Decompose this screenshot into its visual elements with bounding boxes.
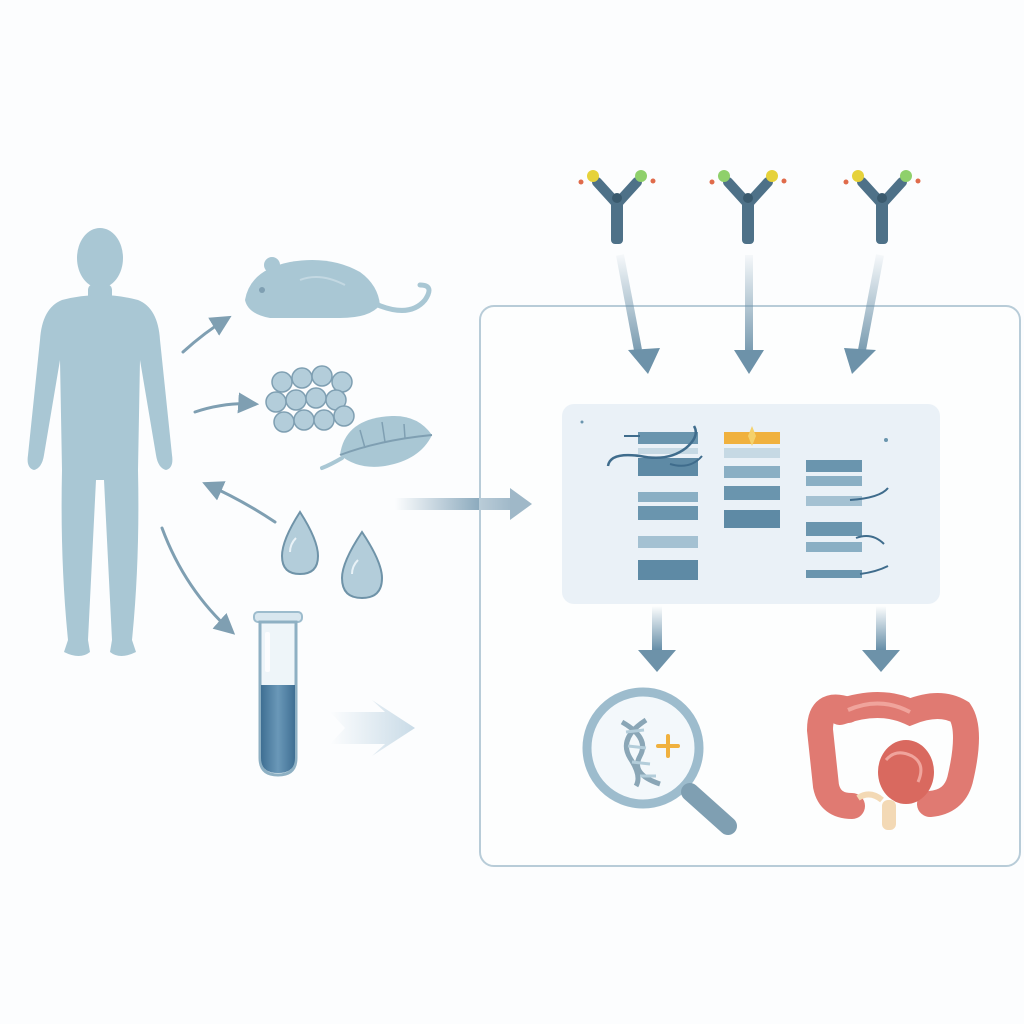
dna-magnifier-icon xyxy=(582,687,737,835)
probe-arrows xyxy=(616,254,884,374)
colon-organ-icon xyxy=(806,692,979,830)
probe-arrow-3 xyxy=(858,254,884,351)
probe-arrow-2 xyxy=(745,255,753,350)
arrow-to-animal xyxy=(181,315,232,354)
tube-flow-chevron xyxy=(330,700,415,756)
source-arrows xyxy=(160,315,277,635)
droplet-icon xyxy=(280,510,384,600)
antibody-icon xyxy=(709,170,787,244)
output-arrow-right xyxy=(876,606,886,652)
arrow-to-tube xyxy=(160,526,236,635)
rodent-icon xyxy=(245,257,432,318)
antibody-icon xyxy=(578,170,656,244)
leaf-icon xyxy=(320,415,433,470)
arrow-to-cells xyxy=(193,392,260,414)
test-tube-icon xyxy=(253,611,303,777)
output-arrow-left xyxy=(652,606,662,652)
human-figure-icon xyxy=(27,228,173,656)
antibody-icon xyxy=(843,170,921,244)
sequence-array-icon xyxy=(562,404,940,604)
output-arrows xyxy=(638,606,900,672)
cell-cluster-icon xyxy=(265,365,355,433)
main-flow-arrow xyxy=(395,488,532,520)
arrow-from-fluid xyxy=(202,481,277,524)
antibody-probes xyxy=(578,170,921,244)
probe-arrow-1 xyxy=(616,254,642,351)
